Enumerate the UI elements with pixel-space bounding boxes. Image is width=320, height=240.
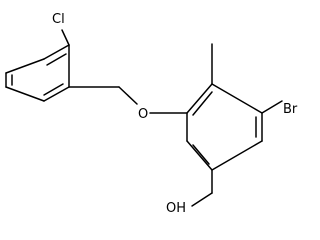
double-bond-inner [46, 53, 67, 66]
chlorophenyl-ring [5, 44, 70, 102]
bromine-label: Br [283, 102, 298, 117]
bond [186, 140, 213, 171]
chlorine-label: Cl [52, 12, 65, 27]
bond [43, 44, 70, 60]
bond [186, 83, 213, 114]
bond-cl [61, 29, 70, 46]
bond [5, 58, 45, 74]
bond [211, 140, 263, 171]
molecule-structure: Cl O Br OH [5, 12, 298, 216]
bond-c-oh [191, 192, 213, 207]
bond [43, 86, 70, 102]
bond-ch2-o [118, 86, 138, 105]
bond-br [261, 100, 283, 114]
double-bond-inner [192, 91, 213, 116]
bond [5, 86, 45, 102]
central-ring [186, 83, 263, 171]
ether-oxygen-label: O [138, 107, 148, 122]
bond [211, 83, 263, 114]
double-bond-inner [43, 83, 64, 96]
hydroxyl-label: OH [166, 201, 186, 216]
double-bond-inner [192, 144, 210, 165]
